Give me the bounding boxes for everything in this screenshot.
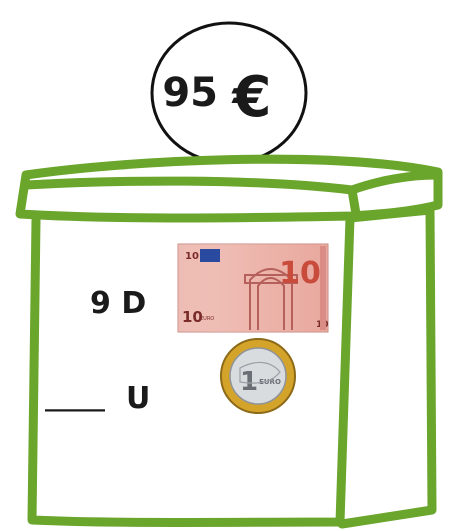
one-euro-coin: 1 EURO — [221, 339, 295, 413]
box-side — [342, 210, 432, 524]
money-box — [20, 159, 438, 524]
svg-text:EURO: EURO — [200, 316, 214, 322]
units-label: U — [126, 381, 150, 416]
tens-label: 9 D — [90, 286, 146, 321]
svg-text:10: 10 — [279, 256, 321, 291]
amount-bubble: 95 € — [152, 23, 306, 163]
amount-value: 95 — [162, 70, 218, 116]
box-lid — [20, 159, 438, 218]
ten-euro-banknote: 10 10 10 EURO 10 — [178, 244, 329, 332]
units-blank: _____ — [45, 384, 105, 412]
euro-symbol-icon: € — [231, 65, 272, 130]
svg-text:10: 10 — [185, 251, 199, 262]
